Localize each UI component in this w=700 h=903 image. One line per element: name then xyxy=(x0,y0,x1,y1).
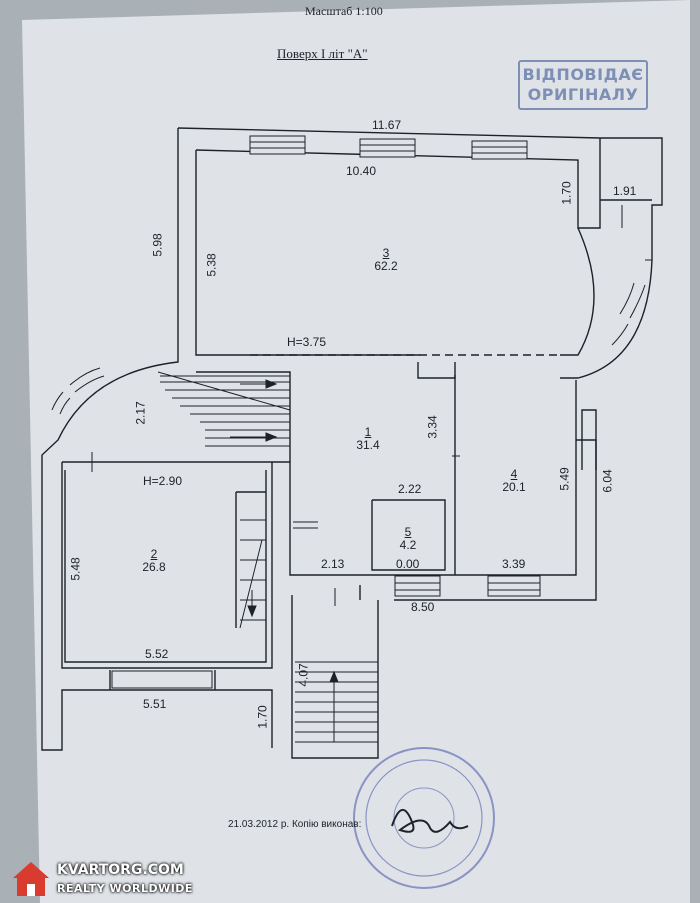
room-3-label: 3 62.2 xyxy=(374,247,398,273)
notary-seal xyxy=(353,747,495,889)
room-3-area: 62.2 xyxy=(374,259,398,273)
dim-w-000: 0.00 xyxy=(396,557,420,571)
dim-corner-191: 1.91 xyxy=(613,184,637,198)
room-2-area: 26.8 xyxy=(142,560,166,574)
room-1-area: 31.4 xyxy=(356,438,380,452)
dim-room2-height: 5.48 xyxy=(68,557,83,581)
certification-note: 21.03.2012 р. Копію виконав: xyxy=(228,819,362,830)
dim-room4-height: 5.49 xyxy=(557,467,572,491)
room-4-number: 4 xyxy=(510,467,518,481)
dim-top-inner: 10.40 xyxy=(346,164,377,178)
dim-right-604: 6.04 xyxy=(600,469,615,493)
dim-h-290: H=2.90 xyxy=(143,474,183,488)
dim-top-outer: 11.67 xyxy=(372,118,402,132)
stamp-line-2: ОРИГІНАЛУ xyxy=(527,85,639,104)
room-2-label: 2 26.8 xyxy=(139,548,169,574)
windows xyxy=(111,135,541,689)
dim-room2-bottom-outer: 5.51 xyxy=(143,697,167,711)
dim-room2-bottom-inner: 5.52 xyxy=(145,647,169,661)
dim-w-222: 2.22 xyxy=(398,482,422,496)
dim-corner-170: 1.70 xyxy=(559,181,574,205)
room-5-number: 5 xyxy=(404,525,412,539)
watermark-logo xyxy=(13,862,49,896)
bay-windows xyxy=(51,259,652,415)
signature xyxy=(391,809,469,833)
room-5-label: 5 4.2 xyxy=(396,526,420,552)
room-4-area: 20.1 xyxy=(502,480,526,494)
dim-bottom-170: 1.70 xyxy=(255,705,270,729)
room-3-number: 3 xyxy=(382,246,390,260)
doors xyxy=(91,205,623,606)
stairs xyxy=(157,371,378,743)
stamp-line-1: ВІДПОВІДАЄ xyxy=(522,65,644,84)
room-1-label: 1 31.4 xyxy=(353,426,383,452)
dim-porch-407: 4.07 xyxy=(296,663,311,687)
scale-label: Масштаб 1:100 xyxy=(305,4,383,18)
dim-w-213: 2.13 xyxy=(321,557,345,571)
dim-room3-height: 5.38 xyxy=(204,253,219,277)
dim-left-outer: 5.98 xyxy=(150,233,165,257)
room-1-number: 1 xyxy=(364,425,372,439)
original-stamp: ВІДПОВІДАЄ ОРИГІНАЛУ xyxy=(518,60,648,110)
floor-title: Поверх I літ "A" xyxy=(277,46,368,61)
watermark-tagline: REALTY WORLDWIDE xyxy=(57,882,193,895)
dim-stair-217: 2.17 xyxy=(133,401,148,425)
dim-bottom-850: 8.50 xyxy=(411,600,435,614)
room-2-number: 2 xyxy=(150,547,158,561)
room-5-area: 4.2 xyxy=(399,538,417,552)
watermark-site: KVARTORG.COM xyxy=(57,862,184,878)
dim-room4-bottom: 3.39 xyxy=(502,557,526,571)
dim-hall-334: 3.34 xyxy=(425,415,440,439)
dim-h-375: H=3.75 xyxy=(287,335,327,349)
room-4-label: 4 20.1 xyxy=(499,468,529,494)
